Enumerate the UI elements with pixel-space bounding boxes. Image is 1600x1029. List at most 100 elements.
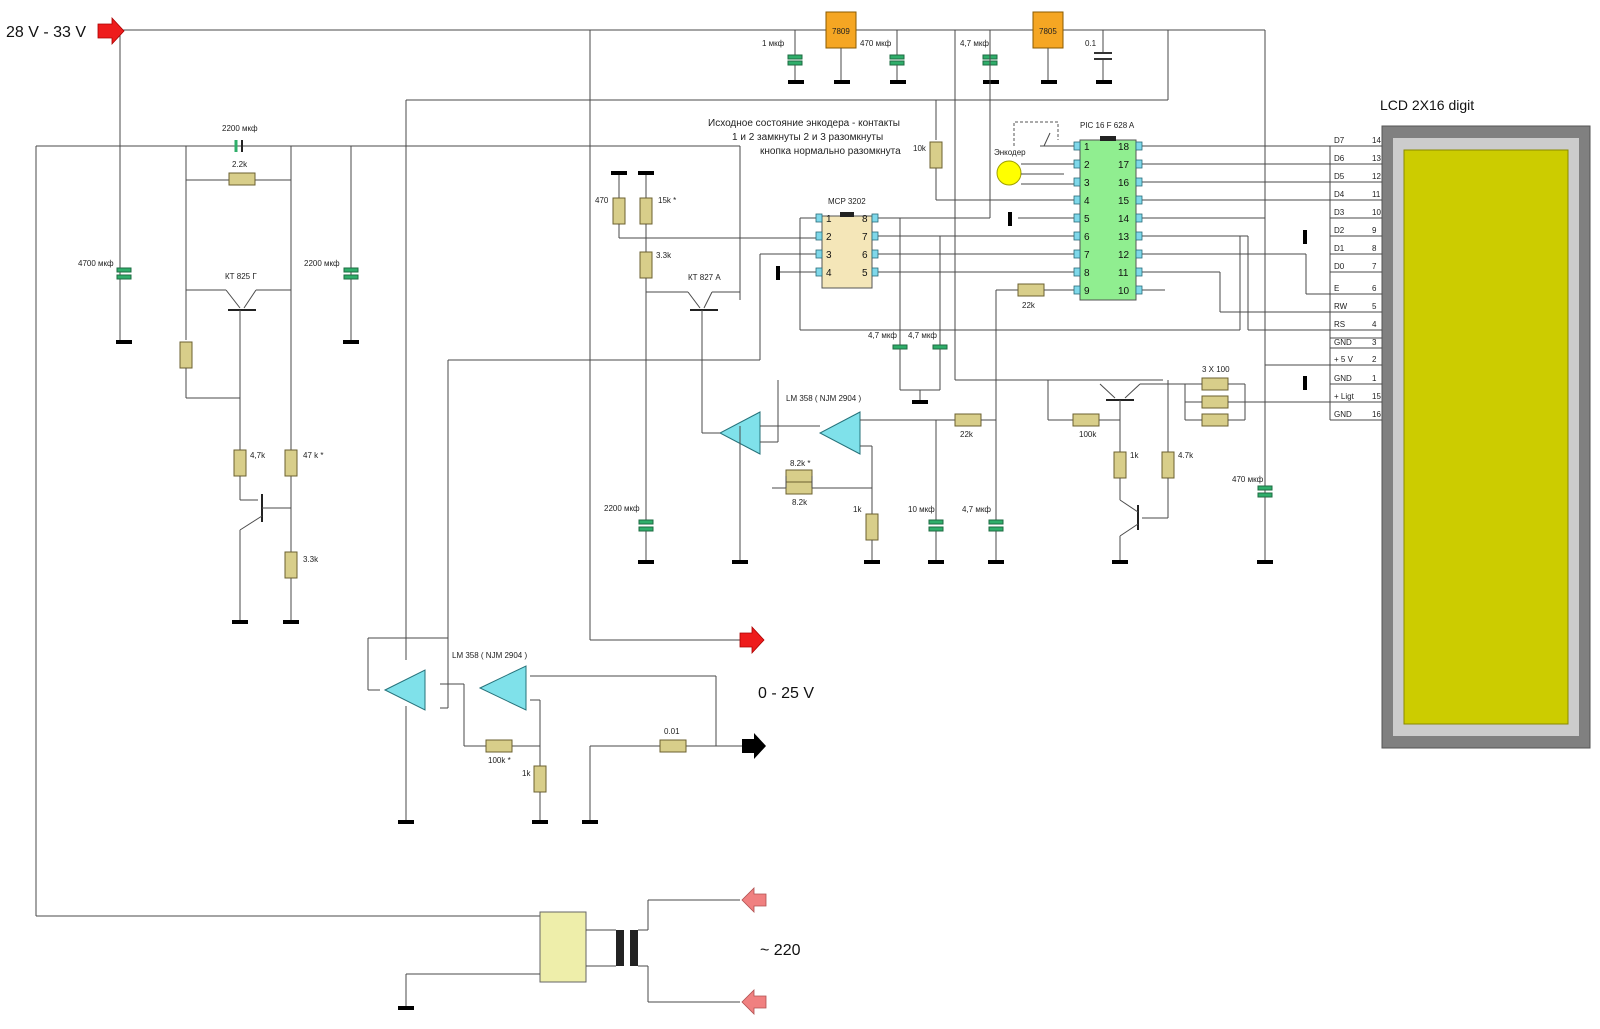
res-82k-label: 8.2k [792, 498, 808, 507]
lcd-pin-name: D6 [1334, 154, 1345, 163]
pic-pin [1073, 141, 1081, 151]
cap-2200-top-label: 2200 мкф [222, 124, 258, 133]
lcd-pin-name: RS [1334, 320, 1345, 329]
mcp-pin-num-right: 6 [862, 250, 868, 261]
opamp-a [701, 380, 810, 564]
mcp-pin-num-right: 5 [862, 268, 868, 279]
lcd-pin-num: 11 [1372, 190, 1381, 199]
lcd-pin-num: 6 [1372, 284, 1377, 293]
pic-lcd-lines [1136, 145, 1331, 420]
mcp-pin [815, 231, 823, 241]
vcc-lines [405, 30, 1169, 660]
lcd-title: LCD 2X16 digit [1380, 97, 1474, 113]
lcd-pin-name: RW [1334, 302, 1348, 311]
transformer [616, 899, 740, 1003]
output-arrow-red [739, 625, 765, 655]
res-15k-label: 15k * [658, 196, 676, 205]
lcd-pin-num: 2 [1372, 355, 1377, 364]
pic-pin [1135, 267, 1143, 277]
res-100k-star-label: 100k * [488, 756, 511, 765]
cap-47-b-label: 4,7 мкф [908, 331, 937, 340]
lcd-pin-name: D3 [1334, 208, 1345, 217]
lcd-pin-num: 14 [1372, 136, 1381, 145]
cap-4700-label: 4700 мкф [78, 259, 114, 268]
output-voltage-label: 0 - 25 V [758, 685, 814, 702]
rectifier [398, 911, 616, 1010]
opamp-b [810, 411, 955, 514]
cap-47-pair [892, 218, 948, 404]
pic-pin [1073, 159, 1081, 169]
cap-47-a-label: 4,7 мкф [868, 331, 897, 340]
lcd-pin-name: D5 [1334, 172, 1345, 181]
pic-label: PIC 16 F 628 A [1080, 121, 1135, 130]
lcd-pin-num: 16 [1372, 410, 1381, 419]
res-1k-op-label: 1k [853, 505, 862, 514]
pic-pin-num-right: 14 [1118, 214, 1130, 225]
lower-wires [367, 400, 742, 824]
res-470-label: 470 [595, 196, 609, 205]
pic-pin [1135, 195, 1143, 205]
res-1k-t-label: 1k [1130, 451, 1139, 460]
opamp-c [383, 669, 426, 711]
pic-pin-num-left: 9 [1084, 286, 1090, 297]
pic-pin-num-left: 1 [1084, 142, 1090, 153]
mcp-pin [815, 267, 823, 277]
lcd-pin-num: 12 [1372, 172, 1381, 181]
lcd-pin-num: 7 [1372, 262, 1377, 271]
input-voltage-label: 28 V - 33 V [6, 24, 86, 41]
lcd-pin-num: 10 [1372, 208, 1381, 217]
cap-01-label: 0.1 [1085, 39, 1097, 48]
res-22k-pic [995, 283, 1080, 520]
cap-2200-mid [343, 267, 359, 344]
res-82k-star-label: 8.2k * [790, 459, 810, 468]
mcp-pin [871, 231, 879, 241]
transistor-kt825 [186, 289, 291, 450]
res-001-label: 0.01 [664, 727, 680, 736]
cap-1mkf-label: 1 мкф [762, 39, 785, 48]
res-33k-b-label: 3.3k [303, 555, 319, 564]
cap-2200-low-label: 2200 мкф [604, 504, 640, 513]
res-001 [659, 739, 687, 753]
res-82k-pair [772, 469, 872, 495]
cap-2200-top [234, 140, 243, 152]
output-arrow-black [742, 733, 766, 759]
lcd-pin-num: 9 [1372, 226, 1377, 235]
res-1k-low [532, 765, 548, 824]
res-kt825-base [179, 341, 240, 399]
mcp-pin-num-right: 7 [862, 232, 868, 243]
mains-label: ~ 220 [760, 942, 801, 959]
cap-470-low-label: 470 мкф [1232, 475, 1264, 484]
encoder [996, 121, 1080, 186]
mcp-pin-num-left: 2 [826, 232, 832, 243]
res-22k-top-label: 2.2k [232, 160, 248, 169]
cap-47mkf-top-label: 4,7 мкф [960, 39, 989, 48]
res-100k-star [485, 739, 513, 753]
lcd-pin-name: GND [1334, 338, 1352, 347]
lcd-pin-name: GND [1334, 410, 1352, 419]
mcp-pic-lines [447, 30, 1241, 690]
cap-10mkf-label: 10 мкф [908, 505, 935, 514]
res-47k-b-label: 4,7k [250, 451, 266, 460]
pic-pin [1135, 177, 1143, 187]
pic-pin-num-left: 7 [1084, 250, 1090, 261]
pic-pin-num-left: 6 [1084, 232, 1090, 243]
pic-pin [1073, 285, 1081, 295]
lcd-pin-name: + Ligt [1334, 392, 1355, 401]
pic-pin-num-right: 11 [1118, 268, 1129, 279]
res-33k-m-label: 3.3k [656, 251, 672, 260]
lcd-pin-name: + 5 V [1334, 355, 1354, 364]
pic-chip [1079, 136, 1137, 301]
lcd-pin-num: 13 [1372, 154, 1381, 163]
res-47k-t-label: 4.7k [1178, 451, 1194, 460]
mcp-label: MCP 3202 [828, 197, 866, 206]
lcd-pin-name: D1 [1334, 244, 1345, 253]
cap-4700 [116, 267, 132, 344]
pic-pin [1073, 249, 1081, 259]
gnd-lcd1 [1303, 376, 1307, 390]
res-100k-label: 100k [1079, 430, 1097, 439]
pic-pin [1135, 159, 1143, 169]
cap-47-low-label: 4,7 мкф [962, 505, 991, 514]
